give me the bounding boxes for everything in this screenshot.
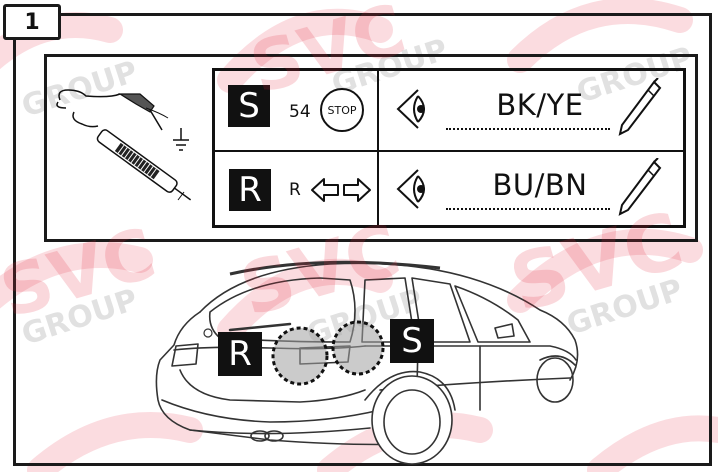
stop-label: STOP (318, 86, 366, 134)
lamp-markers (268, 318, 398, 390)
wire-color-r: BU/BN (470, 168, 610, 202)
indicator-arrows-icon (310, 176, 372, 204)
pin-label: R (289, 180, 301, 200)
eye-icon (390, 166, 438, 212)
pen-icon (614, 78, 664, 138)
car-label-r: R (218, 332, 262, 376)
car-label-s: S (390, 319, 434, 363)
write-line (446, 128, 610, 130)
pin-number: 54 (289, 102, 311, 122)
write-line (446, 208, 610, 210)
row-letter-r: R (229, 169, 271, 211)
wire-color-s: BK/YE (470, 88, 610, 122)
step-number: 1 (3, 4, 61, 40)
eye-icon (390, 86, 438, 132)
ground-icon (170, 126, 192, 156)
